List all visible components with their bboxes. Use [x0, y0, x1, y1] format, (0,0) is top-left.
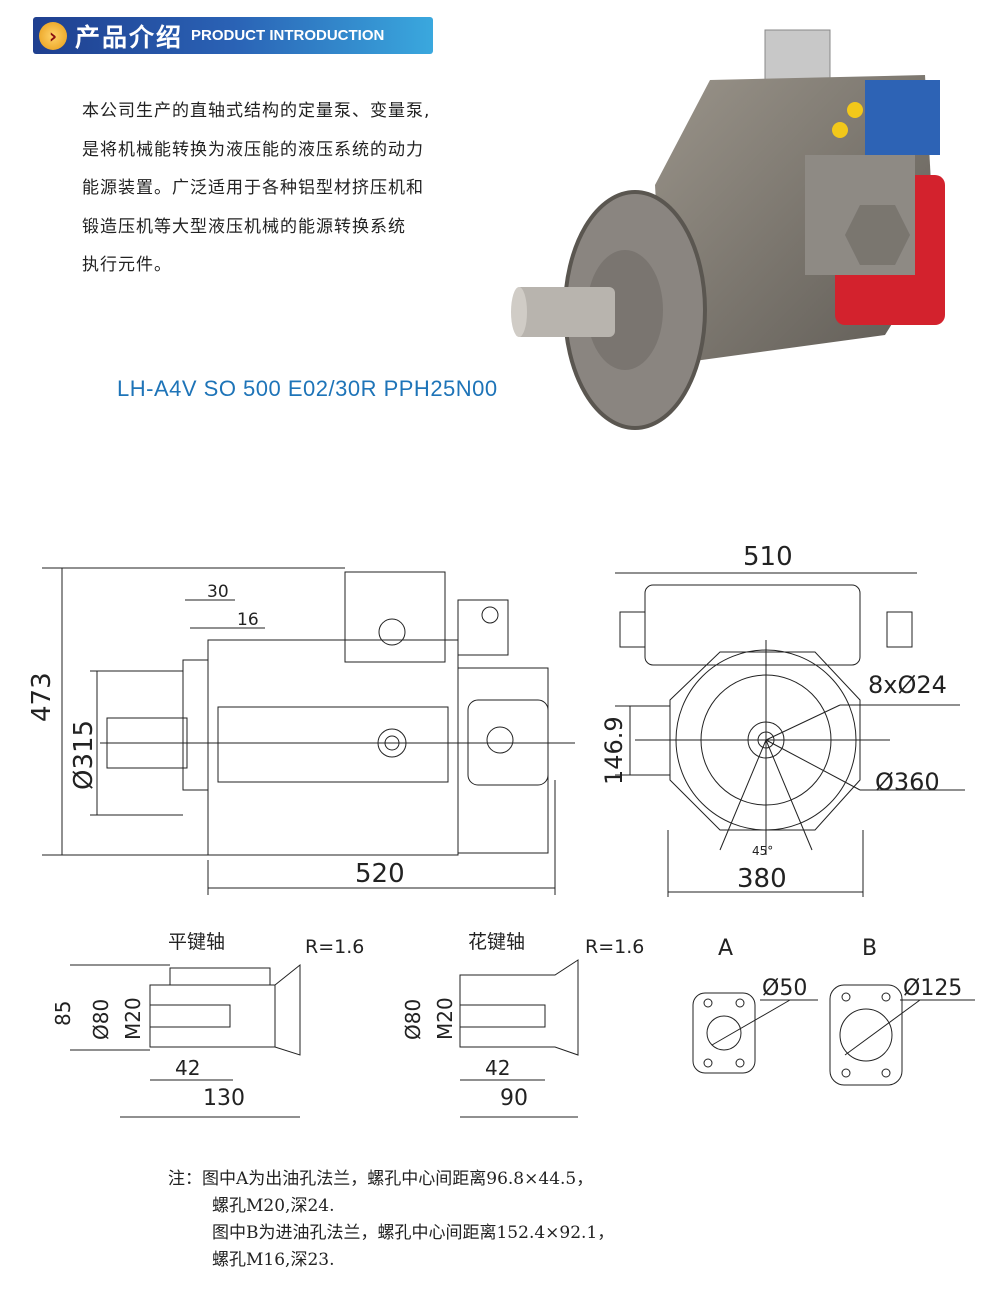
dim-angle: 45° [752, 844, 773, 858]
spline-title: 花键轴 [468, 931, 525, 953]
note-line: 图中B为进油孔法兰，螺孔中心间距离152.4×92.1， [212, 1223, 615, 1243]
dim-85: 85 [51, 1001, 75, 1026]
side-view: 473 Ø315 30 16 520 [27, 567, 575, 895]
technical-drawing: 473 Ø315 30 16 520 510 146.9 8xØ24 Ø360 … [27, 542, 975, 1118]
dim-360: Ø360 [875, 768, 940, 796]
dim-146-9: 146.9 [600, 716, 628, 785]
note-line: 螺孔M20,深24. [212, 1196, 335, 1216]
intro-line: 本公司生产的直轴式结构的定量泵、变量泵, [82, 101, 431, 121]
front-view: 510 146.9 8xØ24 Ø360 380 45° [600, 542, 965, 897]
intro-line: 锻造压机等大型液压机械的能源转换系统 [82, 216, 406, 237]
intro-line: 能源装置。广泛适用于各种铝型材挤压机和 [82, 178, 424, 198]
dim-m20: M20 [433, 997, 457, 1040]
spline-shaft: 花键轴 R=1.6 Ø80 M20 42 90 [401, 931, 644, 1118]
dim-r: R=1.6 [305, 936, 364, 958]
dim-315: Ø315 [69, 720, 99, 790]
banner-title-cn: 产品介绍 [75, 22, 184, 52]
dim-125: Ø125 [903, 976, 962, 1001]
notes: 注：图中A为出油孔法兰，螺孔中心间距离96.8×44.5， 螺孔M20,深24.… [168, 1166, 614, 1274]
flange-a-label: A [718, 936, 733, 961]
dim-holes: 8xØ24 [868, 671, 947, 699]
flange-b-label: B [862, 936, 877, 961]
dim-520: 520 [355, 859, 405, 889]
dim-80: Ø80 [89, 999, 113, 1040]
dim-r: R=1.6 [585, 936, 644, 958]
flange-b: B Ø125 [829, 936, 975, 1086]
intro-text: 本公司生产的直轴式结构的定量泵、变量泵, 是将机械能转换为液压能的液压系统的动力… [82, 92, 482, 285]
dim-42: 42 [485, 1056, 510, 1080]
note-line: 注：图中A为出油孔法兰，螺孔中心间距离96.8×44.5， [168, 1169, 594, 1189]
dim-42: 42 [175, 1056, 200, 1080]
section-banner: › 产品介绍 PRODUCT INTRODUCTION [33, 17, 433, 54]
flat-key-title: 平键轴 [168, 931, 225, 953]
intro-line: 执行元件。 [82, 255, 172, 275]
note-line: 螺孔M16,深23. [212, 1250, 335, 1270]
dim-50: Ø50 [762, 976, 807, 1001]
chevron-right-icon: › [39, 21, 67, 50]
dim-16: 16 [237, 610, 259, 630]
dim-510: 510 [743, 542, 793, 572]
dim-80: Ø80 [401, 999, 425, 1040]
flange-a: A Ø50 [692, 936, 818, 1074]
dim-130: 130 [203, 1086, 245, 1111]
dim-30: 30 [207, 582, 229, 602]
banner-title-en: PRODUCT INTRODUCTION [191, 27, 385, 44]
dim-m20: M20 [121, 997, 145, 1040]
dim-90: 90 [500, 1086, 528, 1111]
flat-key-shaft: 平键轴 R=1.6 85 Ø80 M20 42 130 [51, 931, 364, 1118]
dim-473: 473 [27, 672, 57, 722]
dim-380: 380 [737, 864, 787, 894]
model-number: LH-A4V SO 500 E02/30R PPH25N00 [117, 376, 498, 401]
pump-photo [511, 29, 945, 430]
intro-line: 是将机械能转换为液压能的液压系统的动力 [82, 139, 424, 160]
